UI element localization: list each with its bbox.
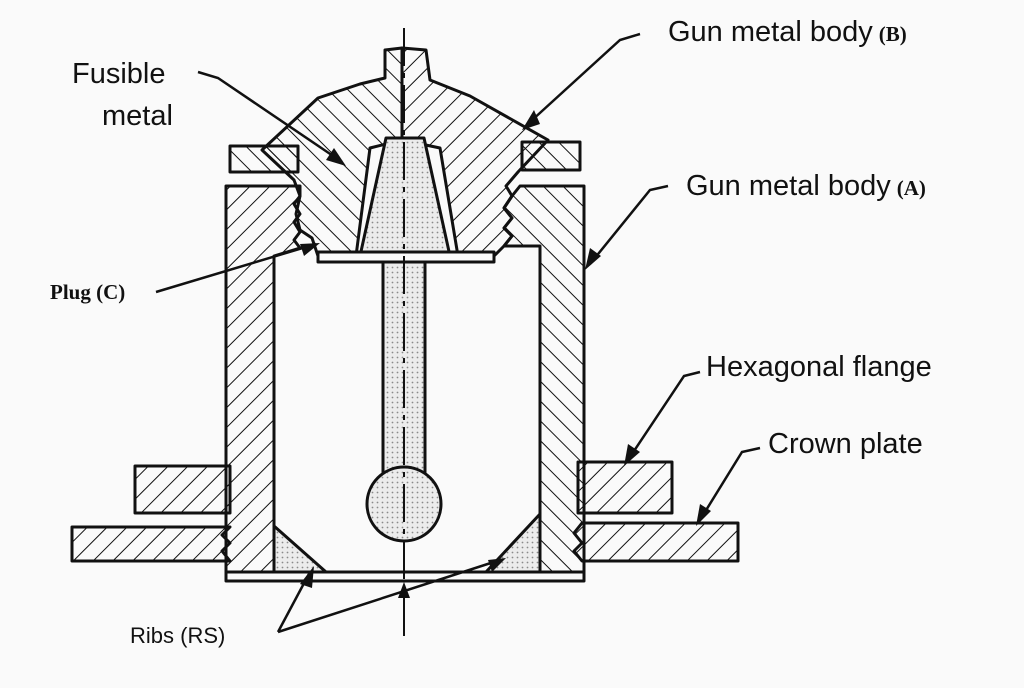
- label-hexagonal-flange: Hexagonal flange: [706, 351, 932, 383]
- label-gun-metal-body-b-text: Gun metal body: [668, 16, 873, 48]
- arrowhead-centre-bottom: [398, 582, 410, 598]
- gun-metal-body-a-right-wall: [502, 184, 586, 581]
- arrowhead-crown: [696, 504, 711, 526]
- rib-left: [272, 524, 328, 574]
- label-ribs-rs: Ribs (RS): [130, 623, 226, 648]
- gun-metal-body-b-cap: [400, 46, 550, 258]
- leader-ribs-right: [277, 558, 501, 634]
- label-fusible-metal-line2: metal: [102, 100, 173, 132]
- leader-gun-metal-body-b: [529, 32, 641, 123]
- leader-crown-plate: [698, 446, 761, 521]
- crown-plate-right: [572, 521, 740, 563]
- label-gun-metal-body-a: Gun metal body(A): [686, 172, 926, 201]
- crown-plate-left: [70, 525, 232, 563]
- hexagonal-flange-right: [576, 460, 674, 515]
- arrowhead-fusible: [326, 148, 346, 166]
- arrowhead-body-a: [585, 248, 601, 270]
- arrowhead-flange: [624, 444, 640, 466]
- leader-hexagonal-flange: [626, 370, 701, 461]
- label-fusible-metal-line1: Fusible: [72, 58, 166, 90]
- label-gun-metal-body-a-suffix: (A): [896, 176, 926, 200]
- leader-fusible-metal: [197, 70, 343, 164]
- arrowhead-ribs-left: [300, 566, 314, 588]
- arrowhead-body-b: [522, 110, 540, 130]
- gun-metal-body-a-left-wall: [224, 184, 302, 581]
- label-plug-c: Plug (C): [50, 280, 126, 304]
- arrowhead-ribs-right: [488, 558, 506, 572]
- rib-right: [484, 512, 542, 574]
- arrowhead-plug: [300, 243, 320, 256]
- hexagonal-flange-left: [133, 464, 232, 515]
- label-gun-metal-body-a-text: Gun metal body: [686, 170, 891, 202]
- label-crown-plate: Crown plate: [768, 428, 923, 460]
- leader-gun-metal-body-a: [589, 184, 669, 265]
- label-gun-metal-body-b: Gun metal body(B): [668, 18, 907, 47]
- label-gun-metal-body-b-suffix: (B): [878, 22, 907, 46]
- leader-plug-c: [155, 242, 317, 294]
